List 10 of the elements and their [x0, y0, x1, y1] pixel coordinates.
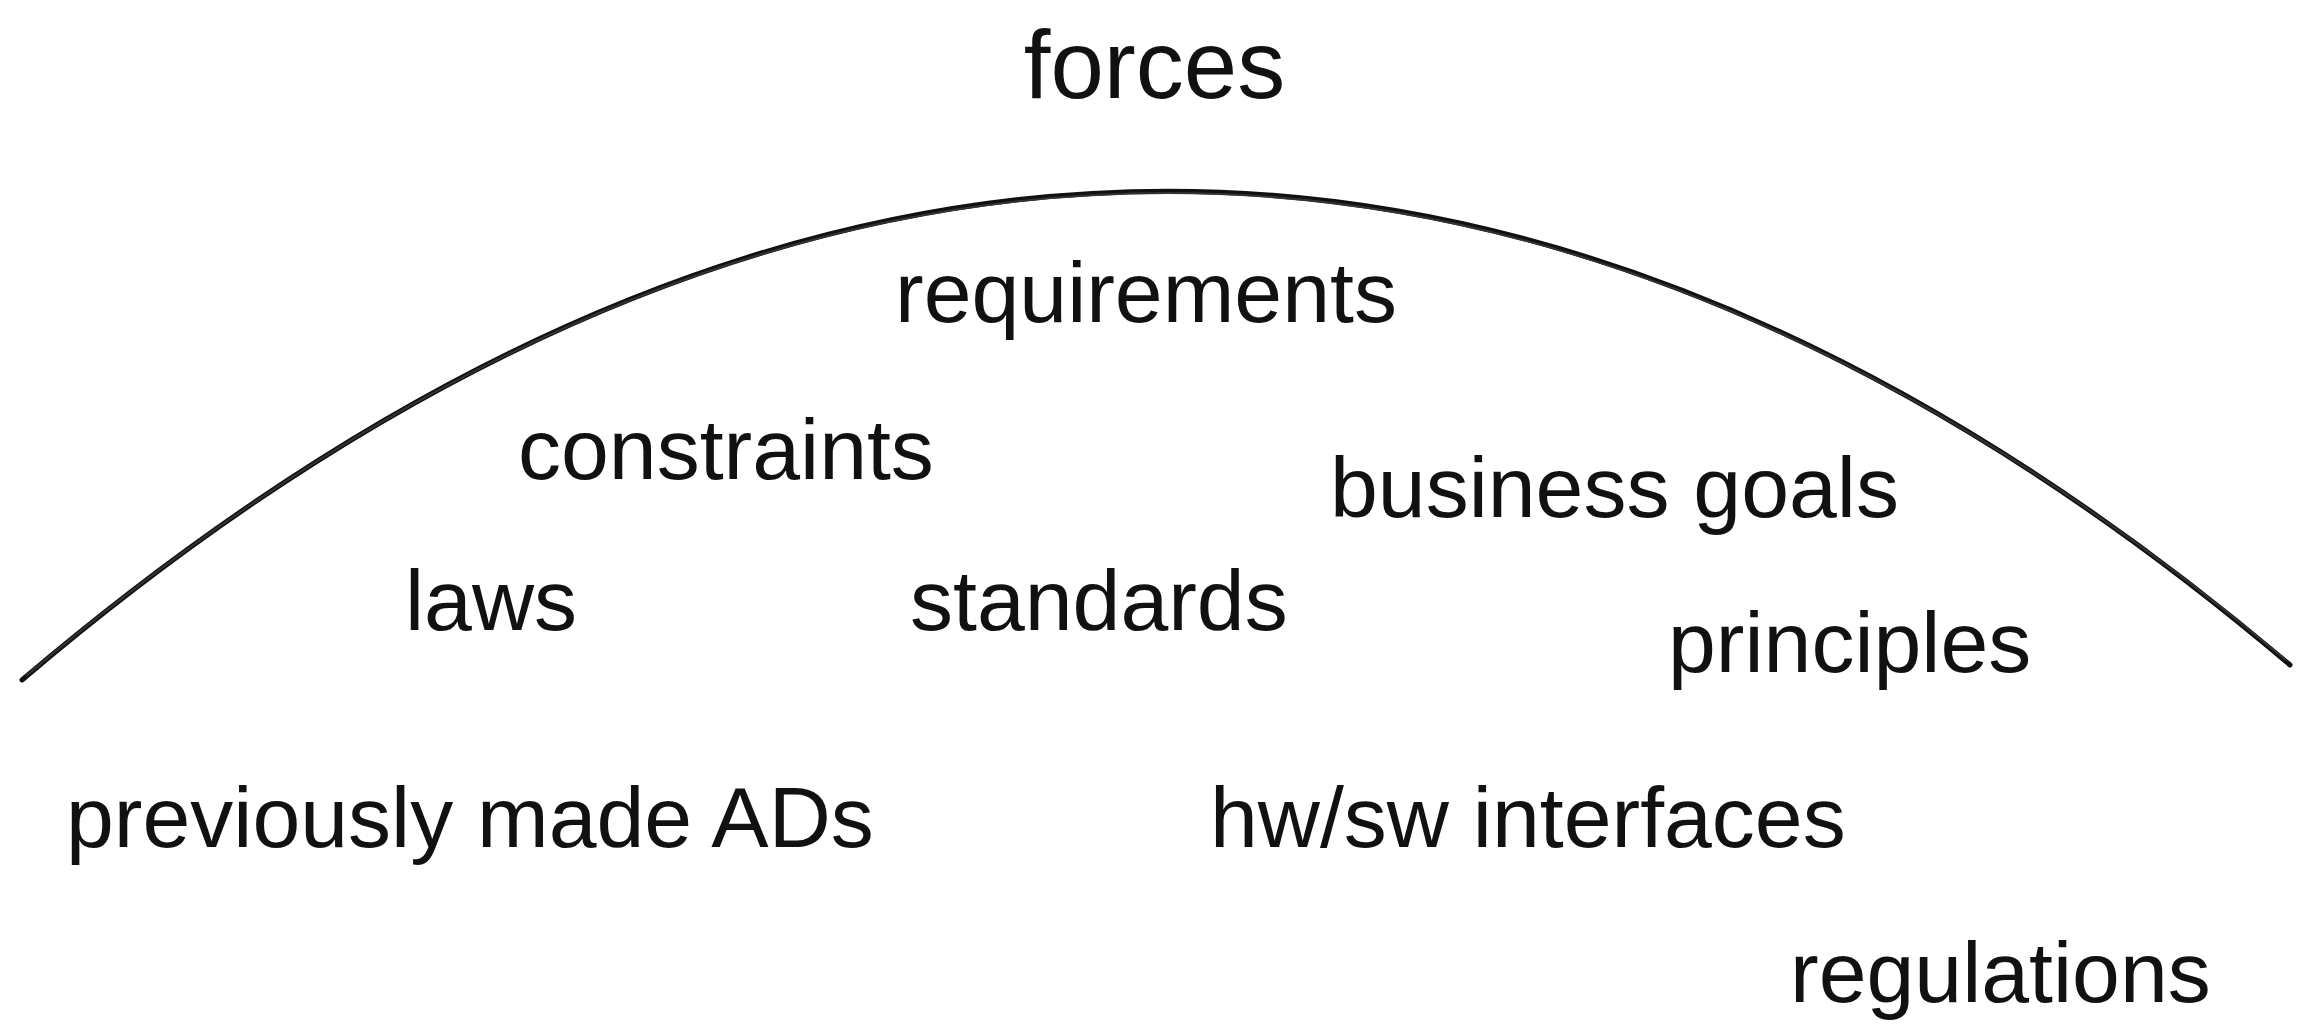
label-text: hw/sw interfaces	[1210, 770, 1846, 865]
label-text: previously made ADs	[66, 770, 874, 865]
label-text: constraints	[518, 402, 934, 497]
label-text: business goals	[1330, 440, 1899, 535]
label-text: laws	[405, 553, 578, 648]
title: forces	[1022, 12, 1287, 118]
label-text: principles	[1668, 595, 2032, 690]
label-text: standards	[910, 553, 1288, 648]
label-text: requirements	[895, 245, 1397, 340]
label-text: regulations	[1790, 925, 2211, 1020]
